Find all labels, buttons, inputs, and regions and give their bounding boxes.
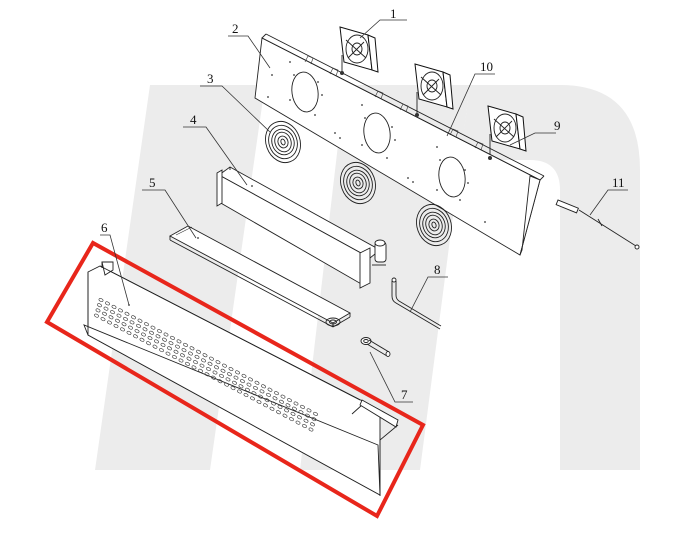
callout-1: 1 — [390, 6, 397, 21]
callout-labels: 1 2 3 4 5 6 7 8 9 10 11 — [101, 6, 625, 402]
part-11-temp-probe — [555, 199, 640, 250]
part-8-drain-tube — [391, 277, 442, 330]
part-2-fan-panel — [254, 33, 545, 256]
part-1-fan — [339, 26, 379, 75]
part-4-coil-box — [216, 166, 387, 289]
ventilation-holes — [94, 298, 318, 432]
part-9-fan — [487, 105, 527, 160]
callout-leaders — [100, 19, 628, 403]
callout-5: 5 — [149, 175, 156, 190]
part-3-fan-guards — [265, 120, 452, 247]
callout-3: 3 — [207, 71, 214, 86]
callout-10: 10 — [480, 59, 493, 74]
callout-4: 4 — [190, 112, 197, 127]
callout-9: 9 — [554, 118, 561, 133]
callout-7: 7 — [401, 387, 408, 402]
part-5-drip-tray — [169, 225, 351, 328]
callout-6: 6 — [101, 220, 108, 235]
part-6-perforated-cover — [83, 261, 399, 496]
highlight-box-part-6 — [44, 240, 426, 519]
part-7-drain-fitting — [360, 337, 391, 357]
callout-8: 8 — [434, 262, 441, 277]
callout-2: 2 — [232, 21, 239, 36]
part-10-fan — [414, 63, 454, 117]
callout-11: 11 — [612, 175, 625, 190]
